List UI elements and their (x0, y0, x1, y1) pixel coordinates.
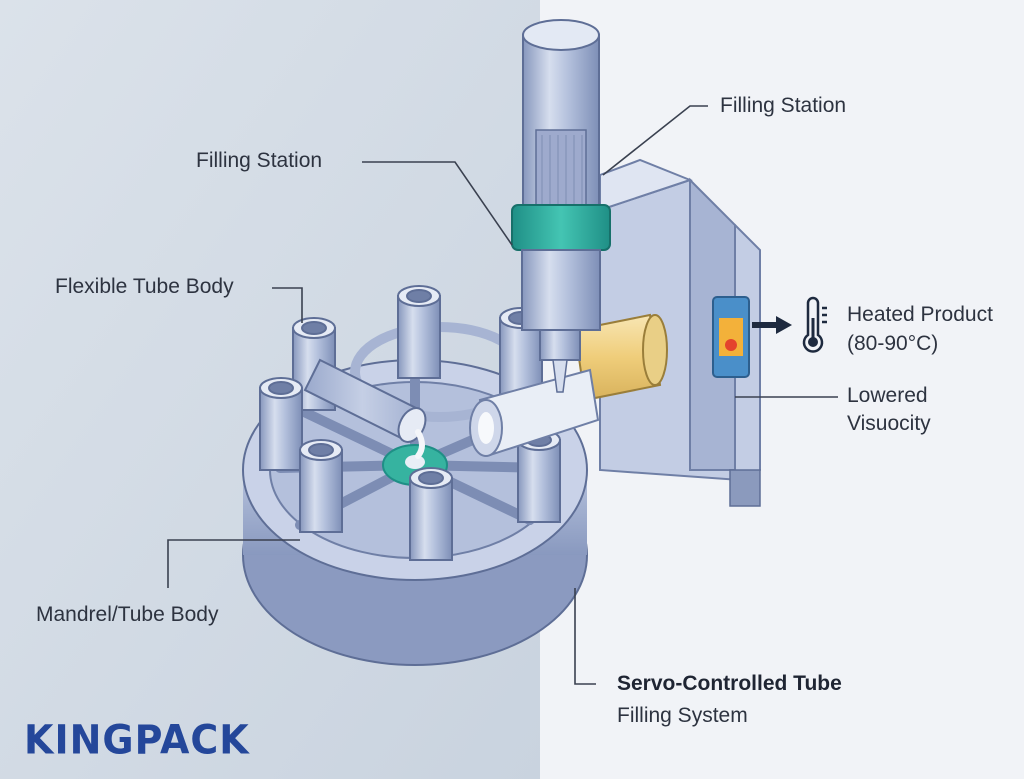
kingpack-logo: KINGPACK (24, 716, 250, 764)
mandrel-4 (259, 377, 303, 471)
callout-filling-station-left (362, 161, 513, 246)
label-mandrel-tube-body: Mandrel/Tube Body (36, 603, 219, 626)
mandrel-2 (397, 285, 441, 379)
label-filling-station-right: Filling Station (720, 94, 847, 117)
label-filling-station-left: Filling Station (196, 149, 323, 172)
callout-filling-station-right (602, 105, 708, 176)
mandrel-5 (299, 439, 343, 533)
label-visuocity: Visuocity (847, 412, 931, 435)
callout-lines (167, 105, 838, 685)
tilted-tube (303, 358, 427, 459)
filling-column (511, 19, 611, 393)
thermometer-icon (802, 296, 827, 353)
label-servo-controlled-tube: Servo-Controlled Tube (617, 672, 842, 695)
label-filling-system: Filling System (617, 704, 748, 727)
callout-mandrel-tube-body (167, 539, 300, 588)
teal-collar (511, 204, 611, 251)
mandrels (259, 285, 561, 561)
label-flexible-tube-body: Flexible Tube Body (55, 275, 234, 298)
heater-unit (469, 313, 668, 457)
callout-servo-system (574, 588, 596, 685)
callout-flexible-tube-body (272, 287, 303, 323)
mandrel-6 (409, 467, 453, 561)
arrow-right-icon (752, 316, 792, 334)
label-lowered: Lowered (847, 384, 928, 407)
label-heated-product: Heated Product (847, 303, 993, 326)
indicator-red-light (725, 339, 737, 351)
label-heated-product-range: (80-90°C) (847, 332, 939, 355)
machine-cabinet (599, 158, 761, 507)
